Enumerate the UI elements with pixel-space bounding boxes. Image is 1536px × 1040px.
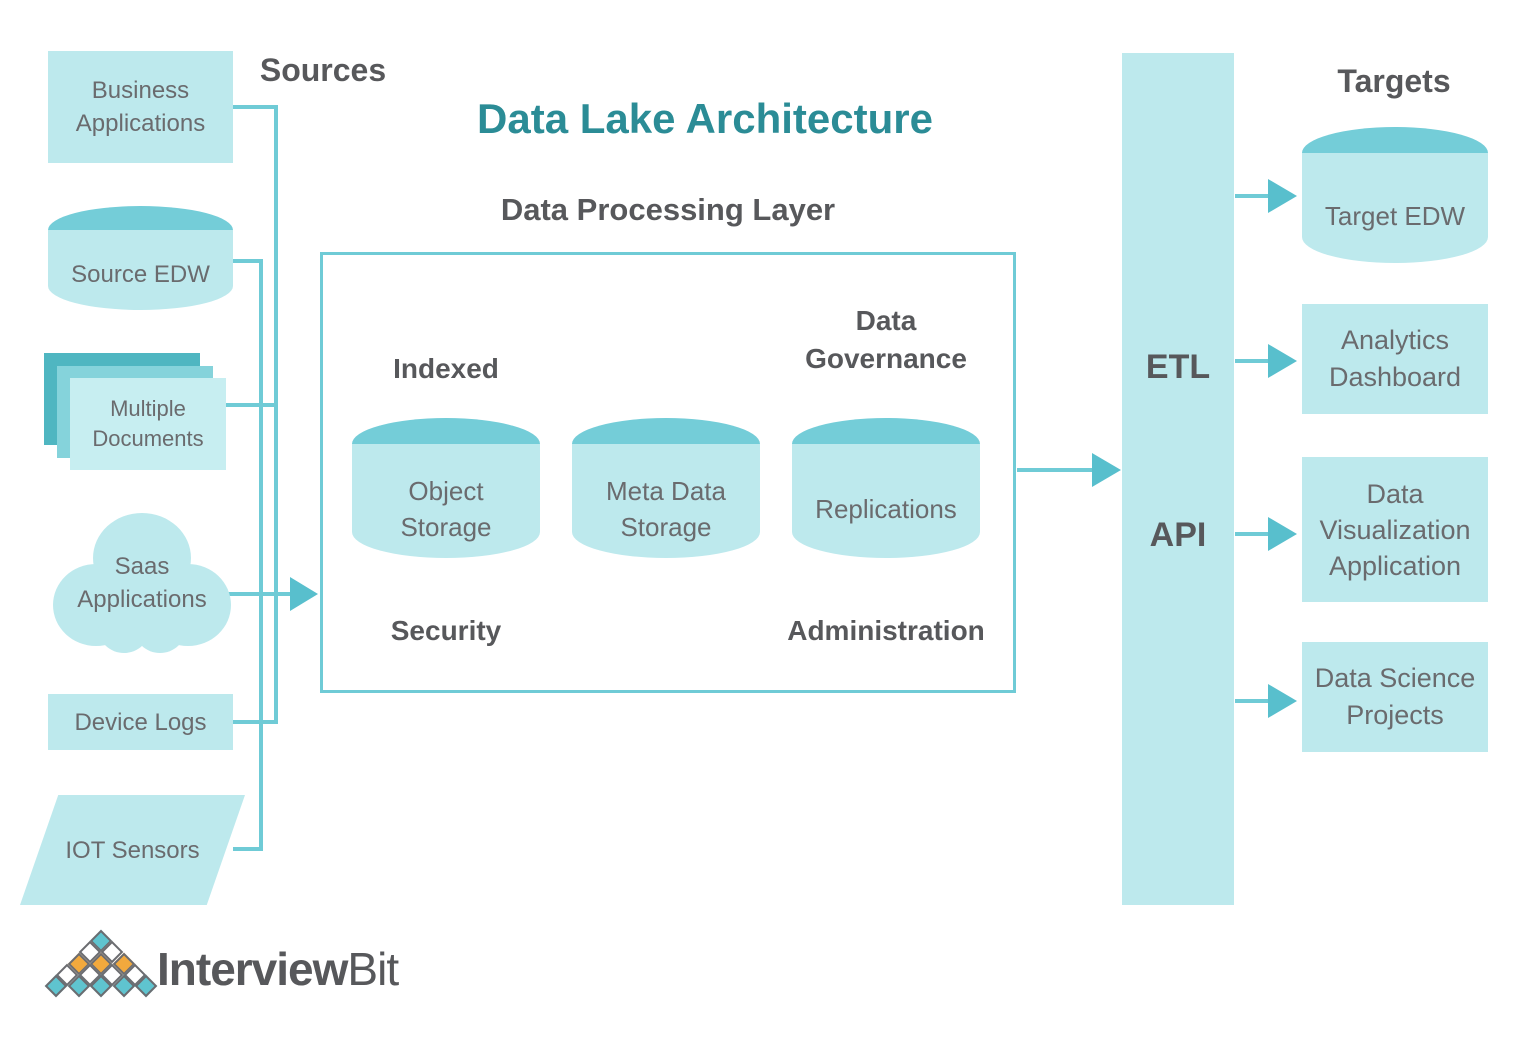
pipeline-bar (1122, 53, 1234, 905)
security-label: Security (390, 615, 502, 646)
source-saas-applications-label: Saas Applications (77, 553, 207, 613)
source-edw-label: Source EDW (71, 261, 210, 288)
meta-data-storage-cylinder: Meta Data Storage (572, 418, 760, 558)
replications-cylinder: Replications (792, 418, 980, 558)
data-governance-label: Data Governance (805, 305, 967, 374)
target-data-visualization: Data Visualization Application (1302, 457, 1488, 602)
object-storage-cylinder: Object Storage (352, 418, 540, 558)
object-storage-cylinder-body: Object Storage (352, 444, 540, 558)
replications-label: Replications (815, 494, 957, 524)
target-analytics-dashboard-label: Analytics Dashboard (1328, 325, 1462, 392)
cloud-shape (53, 513, 231, 653)
arrow-analytics (1268, 344, 1297, 378)
object-storage-label: Object Storage (400, 476, 492, 542)
source-iot-sensors-label: IOT Sensors (65, 836, 200, 864)
meta-data-storage-label: Meta Data Storage (606, 476, 726, 542)
processing-layer-heading: Data Processing Layer (500, 192, 836, 227)
logo-text: InterviewBit (157, 942, 399, 996)
source-multiple-documents-label: Multiple Documents (92, 396, 204, 451)
api-label: API (1149, 516, 1207, 554)
source-business-applications: Business Applications (48, 51, 233, 163)
source-iot-sensors: IOT Sensors (20, 795, 245, 905)
target-data-science: Data Science Projects (1302, 642, 1488, 752)
administration-label: Administration (787, 615, 985, 646)
targets-heading: Targets (1337, 63, 1451, 99)
target-edw-cylinder-body: Target EDW (1302, 153, 1488, 263)
source-edw-cylinder: Source EDW (48, 206, 233, 310)
replications-cylinder-body: Replications (792, 444, 980, 558)
arrow-target-edw (1268, 179, 1297, 213)
target-data-visualization-label: Data Visualization Application (1319, 478, 1471, 581)
source-edw-cylinder-body: Source EDW (48, 230, 233, 310)
target-analytics-dashboard: Analytics Dashboard (1302, 304, 1488, 414)
target-data-science-label: Data Science Projects (1314, 663, 1476, 730)
etl-label: ETL (1145, 348, 1211, 386)
source-business-applications-label: Business Applications (75, 77, 206, 137)
logo-text-secondary: Bit (347, 943, 399, 995)
logo-pyramid-icon (44, 926, 158, 1002)
arrow-data-science (1268, 684, 1297, 718)
source-device-logs-label: Device Logs (74, 708, 207, 736)
arrow-into-processing (290, 577, 318, 611)
processing-layer-box (320, 252, 1016, 693)
page-title: Data Lake Architecture (477, 95, 933, 142)
logo-text-primary: Interview (157, 943, 348, 995)
source-device-logs: Device Logs (48, 694, 233, 750)
source-multiple-documents: Multiple Documents (70, 378, 226, 470)
source-saas-applications: Saas Applications (52, 512, 232, 654)
target-edw-cylinder: Target EDW (1302, 127, 1488, 263)
target-edw-label: Target EDW (1324, 201, 1466, 231)
sources-heading: Sources (259, 52, 387, 88)
arrow-into-pipeline (1092, 453, 1121, 487)
meta-data-storage-cylinder-body: Meta Data Storage (572, 444, 760, 558)
indexed-label: Indexed (393, 353, 499, 384)
arrow-data-visualization (1268, 517, 1297, 551)
